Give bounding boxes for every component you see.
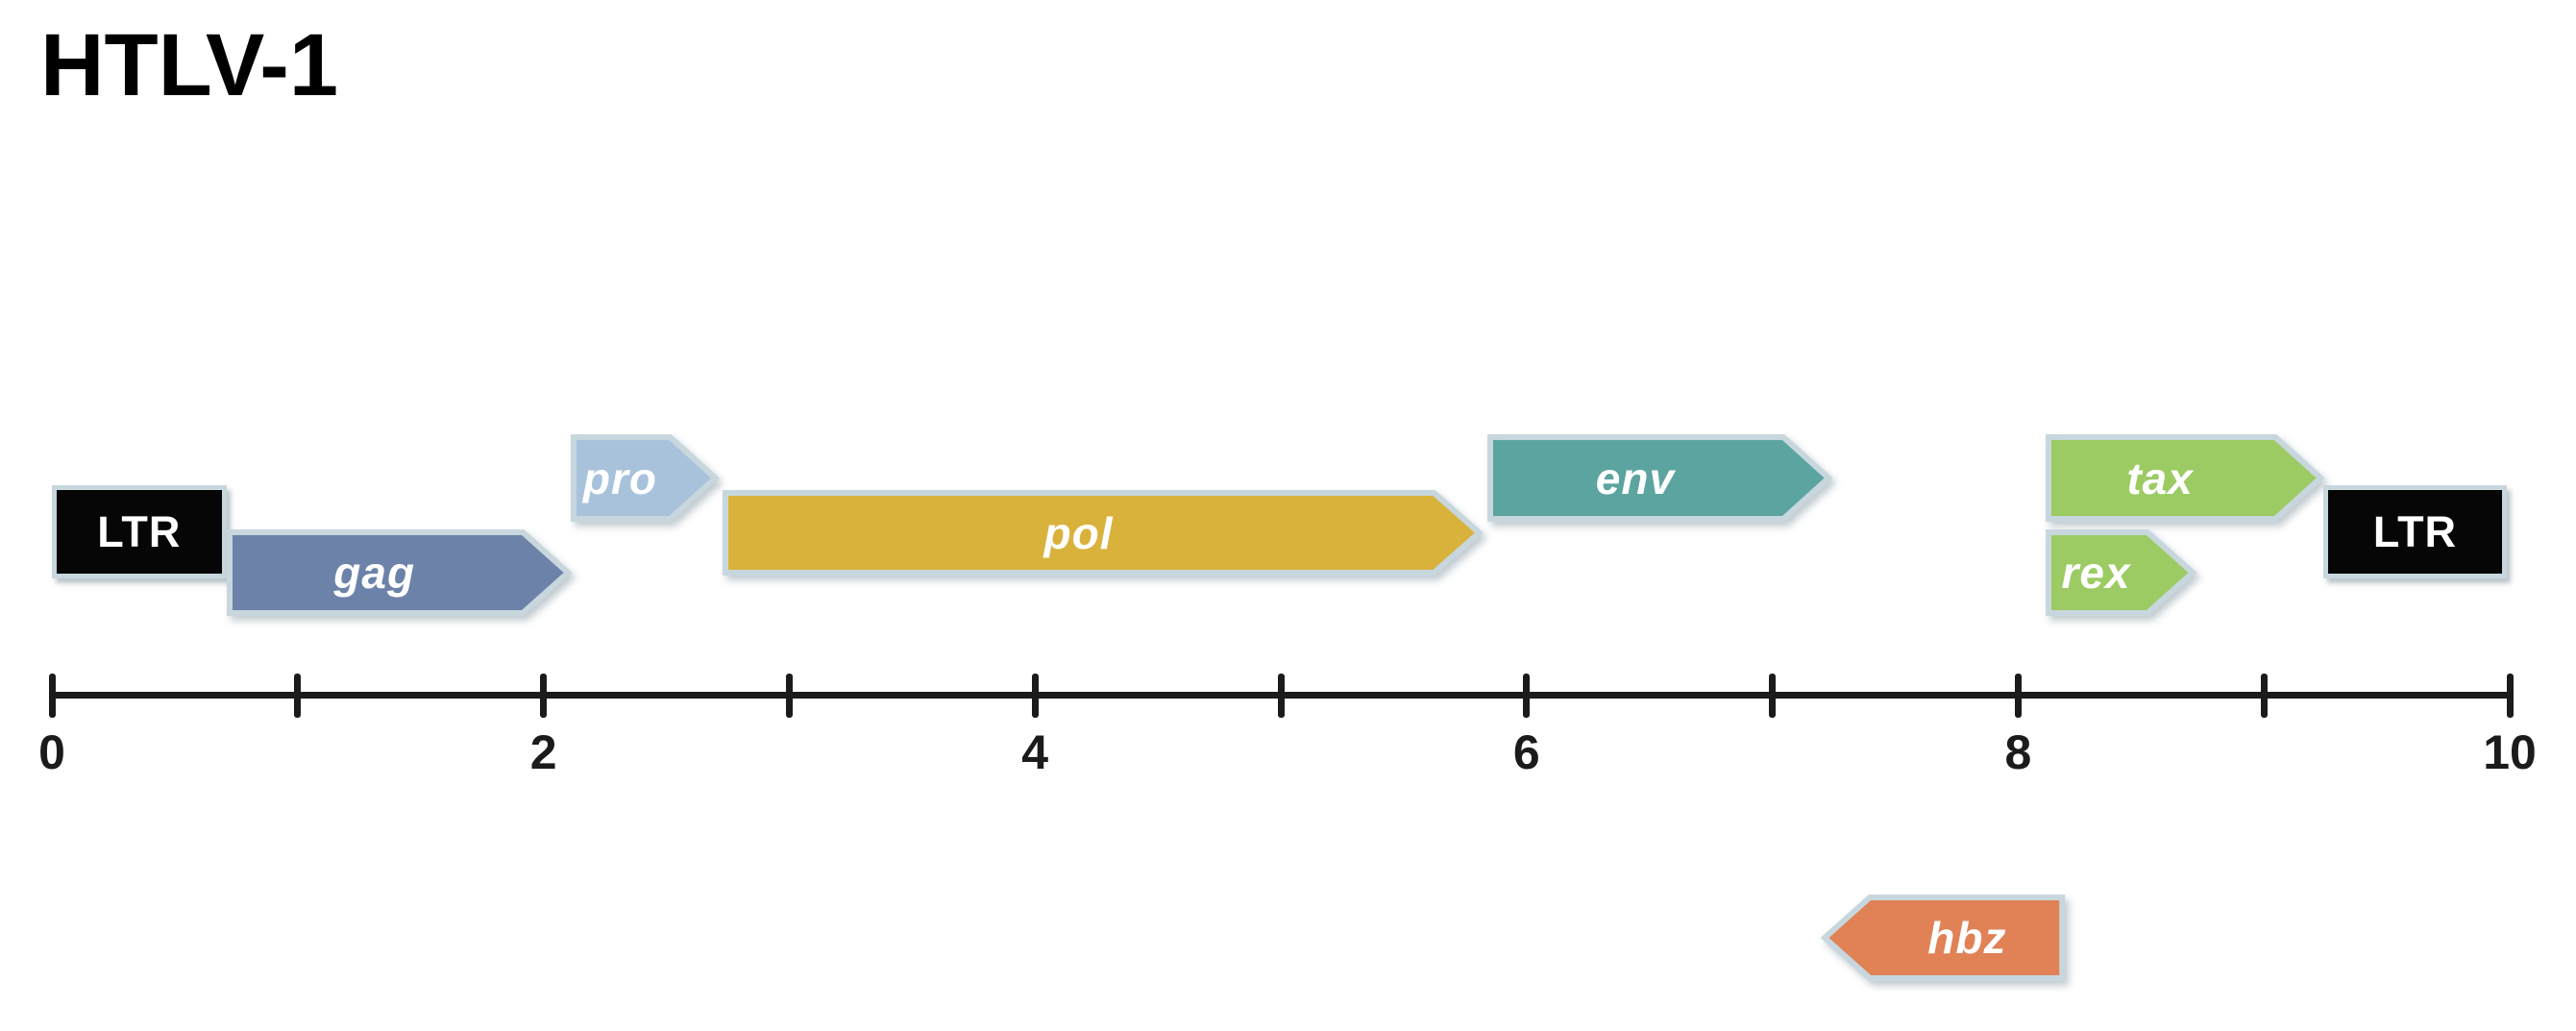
hbz-arrow-shape bbox=[1820, 895, 2065, 981]
axis-tick-label-10: 10 bbox=[2483, 725, 2537, 779]
axis-tick-label-2: 2 bbox=[529, 725, 557, 779]
tax-arrow-shape bbox=[2045, 434, 2325, 522]
axis-tick-label-8: 8 bbox=[2004, 725, 2032, 779]
pro-arrow-shape bbox=[570, 434, 720, 522]
gene-label-tax: tax bbox=[2126, 453, 2194, 503]
gene-ltr-left: LTR bbox=[52, 485, 227, 578]
axis-tick-2 bbox=[540, 674, 548, 718]
gene-tax: tax bbox=[2045, 434, 2325, 522]
axis-tick-8 bbox=[2014, 674, 2022, 718]
gene-rex: rex bbox=[2045, 529, 2197, 616]
gene-label-ltr-right: LTR bbox=[2372, 506, 2458, 556]
gene-label-ltr-left: LTR bbox=[97, 506, 182, 556]
axis-tick-10 bbox=[2506, 674, 2514, 718]
axis-tick-3 bbox=[785, 674, 793, 718]
axis-tick-label-6: 6 bbox=[1512, 725, 1540, 779]
gene-label-rex: rex bbox=[2061, 548, 2131, 598]
gene-gag: gag bbox=[226, 529, 573, 616]
axis-tick-label-0: 0 bbox=[38, 725, 65, 779]
axis-tick-5 bbox=[1277, 674, 1285, 718]
axis-tick-0 bbox=[48, 674, 56, 718]
gene-label-pro: pro bbox=[582, 453, 658, 503]
axis-tick-label-4: 4 bbox=[1021, 725, 1049, 779]
gene-env: env bbox=[1486, 434, 1833, 522]
gene-pol: pol bbox=[723, 490, 1484, 576]
gene-ltr-right: LTR bbox=[2322, 485, 2508, 578]
axis-tick-4 bbox=[1031, 674, 1039, 718]
rex-arrow-shape bbox=[2045, 529, 2197, 616]
gene-hbz: hbz bbox=[1820, 895, 2065, 981]
diagram-title: HTLV-1 bbox=[40, 16, 339, 114]
gene-pro: pro bbox=[570, 434, 720, 522]
pol-arrow-shape bbox=[723, 490, 1484, 576]
axis-tick-9 bbox=[2260, 674, 2268, 718]
axis-tick-1 bbox=[294, 674, 302, 718]
env-arrow-shape bbox=[1486, 434, 1833, 522]
gag-arrow-shape bbox=[226, 529, 573, 616]
gene-label-env: env bbox=[1595, 453, 1676, 503]
axis-tick-7 bbox=[1769, 674, 1777, 718]
axis-tick-6 bbox=[1523, 674, 1531, 718]
gene-label-gag: gag bbox=[333, 548, 416, 598]
gene-label-hbz: hbz bbox=[1927, 913, 2007, 963]
gene-label-pol: pol bbox=[1043, 507, 1114, 558]
